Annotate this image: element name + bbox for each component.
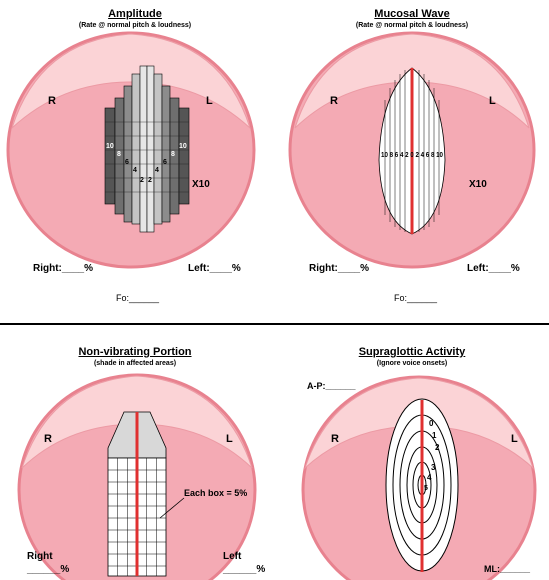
mucosal-wave-scale: 10 8 6 4 2 0 2 4 6 8 10: [381, 152, 443, 159]
mucosal-wave-left-field[interactable]: Left:____%: [467, 263, 520, 274]
amplitude-bar-4-left[interactable]: [132, 74, 140, 224]
non-vibrating-side-right: R: [44, 433, 52, 445]
amplitude-scale-label: 8: [117, 151, 121, 158]
amplitude-panel: Amplitude (Rate @ normal pitch & loudnes…: [0, 0, 270, 290]
non-vibrating-panel: Non-vibrating Portion (shade in affected…: [0, 340, 270, 580]
amplitude-scale-label: 2: [140, 177, 144, 184]
mucosal-wave-side-left: L: [489, 95, 496, 107]
amplitude-right-field[interactable]: Right:____%: [33, 263, 93, 274]
supraglottic-side-left: L: [511, 433, 518, 445]
supraglottic-ml-field[interactable]: ML:______: [484, 564, 530, 574]
amplitude-scale-label: 4: [155, 167, 159, 174]
ring-label: 3: [431, 463, 436, 472]
mucosal-wave-right-field[interactable]: Right:____%: [309, 263, 369, 274]
amplitude-scale-label: 6: [125, 159, 129, 166]
amplitude-bar-4-right[interactable]: [154, 74, 162, 224]
mucosal-wave-larynx-figure: 10 8 6 4 2 0 2 4 6 8 10 R L X10: [277, 0, 547, 290]
amplitude-bar-2-left[interactable]: [140, 66, 147, 232]
ring-label: 1: [432, 431, 437, 440]
mucosal-wave-panel: Mucosal Wave (Rate @ normal pitch & loud…: [277, 0, 547, 290]
amplitude-larynx-figure: R L 10 8 6 4 2 2 4 6 8 10 X10: [0, 0, 270, 290]
non-vibrating-right-label: Right: [27, 551, 53, 562]
non-vibrating-annotation: Each box = 5%: [184, 488, 247, 498]
amplitude-fo-field[interactable]: Fo:______: [116, 293, 159, 303]
non-vibrating-larynx-figure: Each box = 5% R L: [0, 340, 270, 580]
ring-label: 2: [435, 443, 440, 452]
amplitude-side-right: R: [48, 95, 56, 107]
amplitude-bar-10-right[interactable]: [179, 108, 189, 204]
ring-label: 0: [429, 419, 434, 428]
mucosal-wave-side-right: R: [330, 95, 338, 107]
supraglottic-side-right: R: [331, 433, 339, 445]
amplitude-scale-label: 10: [179, 143, 187, 150]
non-vibrating-right-blank[interactable]: ______%: [27, 564, 69, 575]
mucosal-wave-multiplier: X10: [469, 179, 487, 190]
amplitude-bar-6-left[interactable]: [124, 86, 132, 222]
amplitude-bar-2-right[interactable]: [147, 66, 154, 232]
amplitude-bar-10-left[interactable]: [105, 108, 115, 204]
amplitude-scale-label: 10: [106, 143, 114, 150]
amplitude-bar-6-right[interactable]: [162, 86, 170, 222]
section-divider: [0, 323, 549, 325]
non-vibrating-left-blank[interactable]: ______%: [223, 564, 265, 575]
amplitude-multiplier: X10: [192, 179, 210, 190]
non-vibrating-left-label: Left: [223, 551, 241, 562]
ring-label: 5: [424, 485, 428, 492]
mucosal-wave-fo-field[interactable]: Fo:______: [394, 293, 437, 303]
non-vibrating-side-left: L: [226, 433, 233, 445]
amplitude-left-field[interactable]: Left:____%: [188, 263, 241, 274]
amplitude-scale-label: 4: [133, 167, 137, 174]
supraglottic-larynx-figure: 0 1 2 3 4 5 R L: [277, 340, 547, 580]
amplitude-scale-label: 2: [148, 177, 152, 184]
amplitude-scale-label: 8: [171, 151, 175, 158]
amplitude-scale-label: 6: [163, 159, 167, 166]
ring-label: 4: [427, 473, 432, 482]
amplitude-side-left: L: [206, 95, 213, 107]
supraglottic-panel: Supraglottic Activity (Ignore voice onse…: [277, 340, 547, 580]
